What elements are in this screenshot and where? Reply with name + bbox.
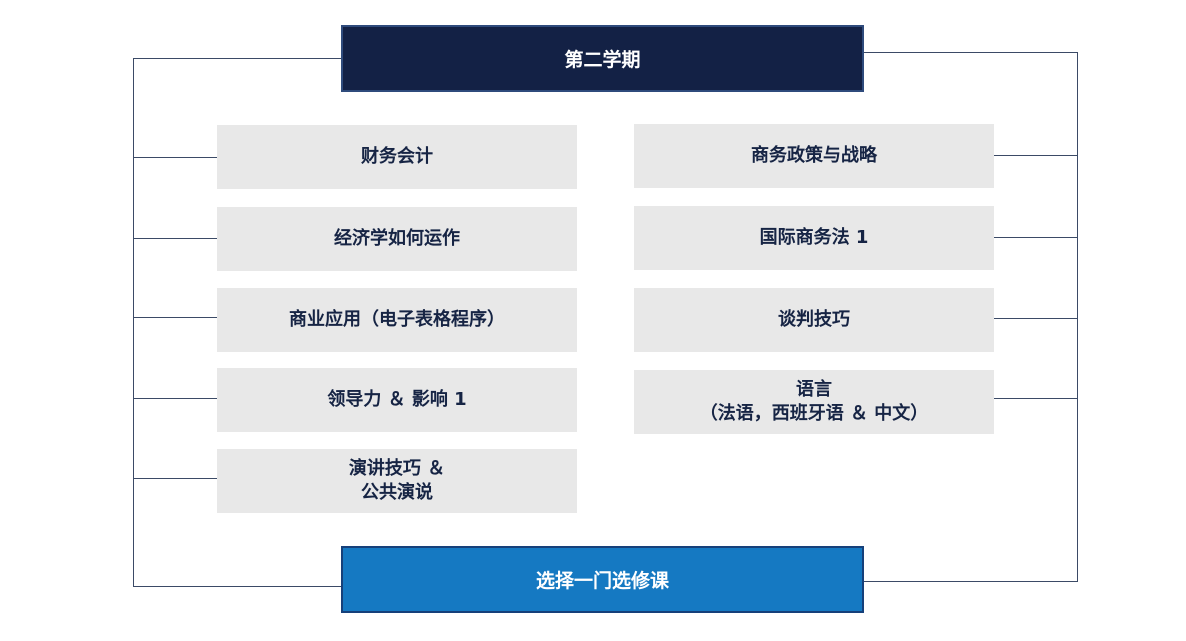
left-connector-3 [133,317,217,318]
left-bracket-line [133,58,134,587]
left-connector-5 [133,478,217,479]
left-bracket-top-line [133,58,341,59]
course-label: 财务会计 [361,146,433,167]
left-connector-4 [133,398,217,399]
right-connector-4 [994,398,1078,399]
course-label: 商务政策与战略 [751,145,877,166]
right-bracket-bottom-line [864,581,1078,582]
left-connector-1 [133,157,217,158]
course-box: 经济学如何运作 [217,207,577,271]
course-box: 商务政策与战略 [634,124,994,188]
course-box: 领导力 ＆ 影响 1 [217,368,577,432]
course-label: 演讲技巧 ＆ [348,458,446,479]
course-box: 商业应用（电子表格程序） [217,288,577,352]
elective-title: 选择一门选修课 [535,570,669,592]
right-connector-1 [994,155,1078,156]
course-label-second-line: （法语，西班牙语 ＆ 中文） [699,403,929,424]
course-label: 经济学如何运作 [334,228,460,249]
course-label: 谈判技巧 [778,309,850,330]
course-box: 财务会计 [217,125,577,189]
right-connector-3 [994,318,1078,319]
left-bracket-bottom-line [133,586,341,587]
course-box: 语言 （法语，西班牙语 ＆ 中文） [634,370,994,434]
left-connector-2 [133,238,217,239]
course-label: 商业应用（电子表格程序） [289,309,505,330]
right-bracket-top-line [864,52,1078,53]
semester-title-box: 第二学期 [341,25,864,92]
course-box: 国际商务法 1 [634,206,994,270]
course-box: 演讲技巧 ＆ 公共演说 [217,449,577,513]
course-label-second-line: 公共演说 [361,482,433,503]
right-bracket-line [1077,52,1078,582]
right-connector-2 [994,237,1078,238]
course-label: 国际商务法 1 [759,227,869,248]
semester-title: 第二学期 [564,49,641,71]
course-label: 领导力 ＆ 影响 1 [327,389,467,410]
course-label: 语言 [796,379,832,400]
elective-title-box: 选择一门选修课 [341,546,864,613]
course-box: 谈判技巧 [634,288,994,352]
